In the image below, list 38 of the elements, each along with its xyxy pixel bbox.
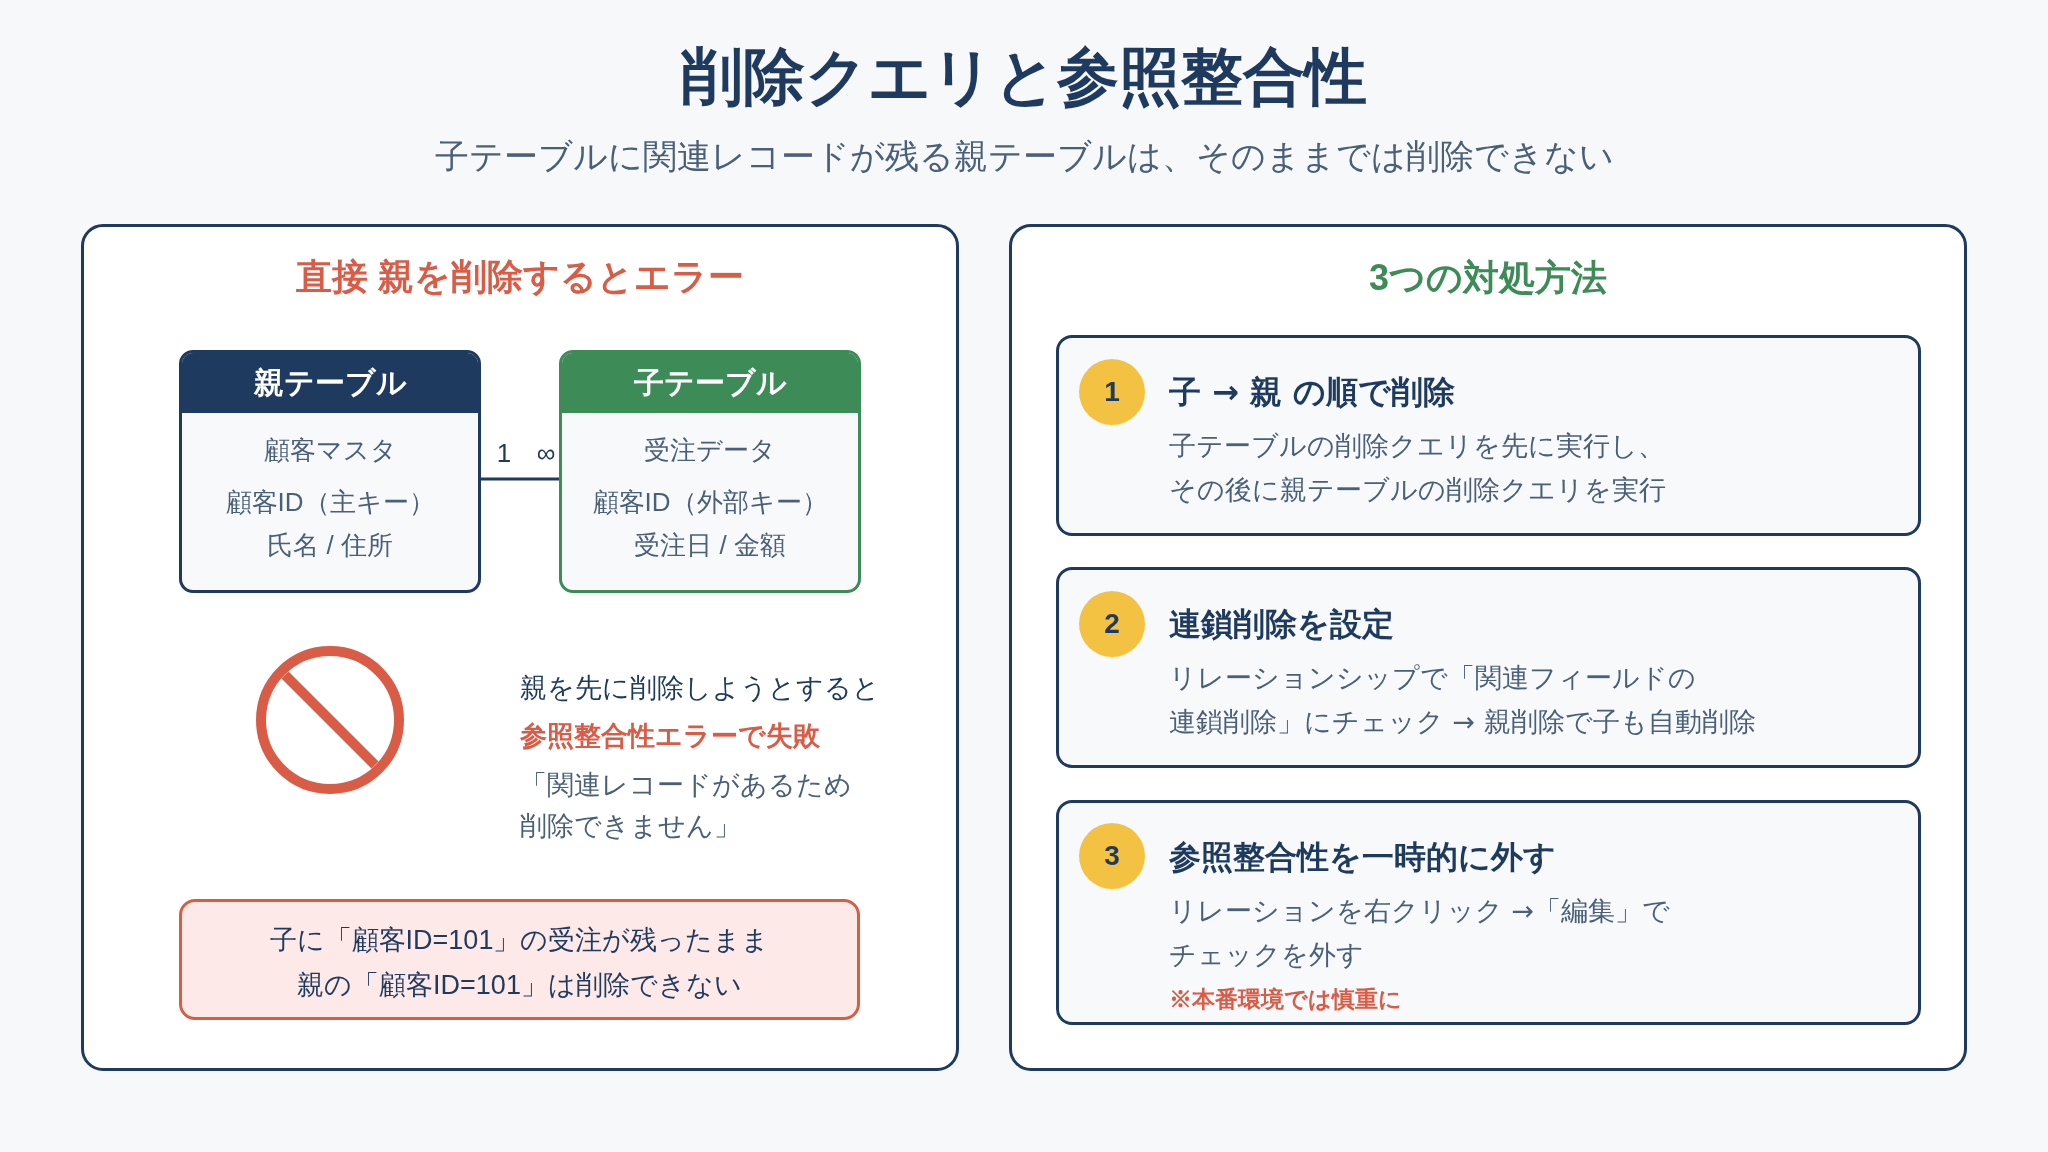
warning-box <box>179 899 860 1020</box>
table-header: 親テーブル <box>182 353 478 413</box>
step-card <box>1056 800 1921 1025</box>
subtitle: 子テーブルに関連レコードが残る親テーブルは、そのままでは削除できない <box>434 135 1614 177</box>
note-text: 親の「顧客ID=101」は削除できない <box>297 969 742 1003</box>
table-field: 顧客ID（主キー） <box>225 485 435 519</box>
panel-heading: 直接 親を削除するとエラー <box>296 255 744 299</box>
step-description: リレーションシップで「関連フィールドの連鎖削除」にチェック → 親削除で子も自動削除 <box>1169 661 1756 739</box>
note-text: 子に「顧客ID=101」の受注が残ったまま <box>269 924 770 958</box>
number-badge: 2 <box>1079 591 1145 657</box>
step-card <box>1056 335 1921 536</box>
panel <box>81 224 959 1071</box>
table-field: 顧客マスタ <box>263 433 397 467</box>
step-title: 子 → 親 の順で削除 <box>1169 372 1456 412</box>
error-text: 参照整合性エラーで失敗 <box>520 720 820 754</box>
step-title: 参照整合性を一時的に外す <box>1169 837 1556 877</box>
cardinality-label: ∞ <box>536 436 556 470</box>
error-message: 「関連レコードがあるため削除できません」 <box>520 769 852 843</box>
table-field: 受注日 / 金額 <box>634 528 786 562</box>
table-header: 子テーブル <box>562 353 858 413</box>
panel-heading: 3つの対処方法 <box>1369 256 1607 300</box>
panel <box>1009 224 1967 1071</box>
step-description: リレーションを右クリック →「編集」でチェックを外す <box>1169 894 1671 972</box>
relationship-line <box>481 477 559 481</box>
step-card <box>1056 567 1921 768</box>
table-field: 氏名 / 住所 <box>267 528 393 562</box>
step-description: 子テーブルの削除クエリを先に実行し、その後に親テーブルの削除クエリを実行 <box>1169 429 1666 507</box>
number-badge: 1 <box>1079 359 1145 425</box>
title: 削除クエリと参照整合性 <box>681 41 1367 113</box>
cardinality-label: 1 <box>496 436 512 470</box>
explanation-text: 親を先に削除しようとすると <box>520 672 880 706</box>
table-field: 受注データ <box>644 433 776 467</box>
table-field: 顧客ID（外部キー） <box>592 485 828 519</box>
step-title: 連鎖削除を設定 <box>1169 604 1394 644</box>
number-badge: 3 <box>1079 823 1145 889</box>
caution-note: ※本番環境では慎重に <box>1169 984 1402 1014</box>
entity-table <box>179 350 481 593</box>
entity-table <box>559 350 861 593</box>
